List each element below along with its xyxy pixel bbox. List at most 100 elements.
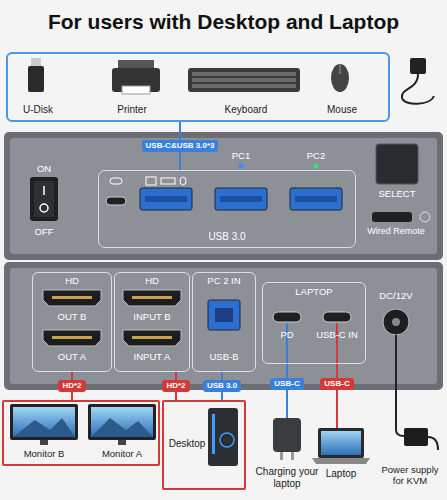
port-group: USB 3.0 — [98, 170, 356, 248]
usbc-port — [323, 312, 351, 322]
usb-a-tongue — [145, 196, 187, 202]
cable-tag: USB-C&USB 3.0*3 — [142, 140, 219, 152]
hdmi-pins — [132, 336, 172, 339]
text-label: Power supply for KVM — [379, 464, 441, 487]
remote-cable — [402, 74, 434, 104]
usbc-port — [106, 197, 126, 205]
bottom-panel — [4, 262, 443, 390]
dc-jack — [383, 309, 409, 335]
switch-on-mark — [43, 186, 45, 195]
printer-paper — [122, 86, 150, 94]
charger-prong — [291, 452, 294, 460]
power-rocker — [34, 181, 54, 217]
laptop-display — [321, 431, 361, 455]
hdmi-pins — [132, 296, 172, 299]
desktop-fan — [220, 433, 234, 447]
mouse-icon — [180, 177, 186, 185]
top-panel-face — [10, 138, 437, 254]
monitor-a-mountain — [91, 418, 153, 437]
keyboard-icon — [161, 178, 175, 184]
device-group: U-DiskPrinterKeyboardMouse — [6, 52, 390, 122]
desktop-light — [212, 414, 215, 454]
charger-prong — [280, 452, 283, 460]
monitor-b — [10, 404, 78, 440]
monitor-b-stand — [40, 440, 48, 445]
text-label: Charging your laptop — [251, 466, 323, 490]
keyboard-keys — [192, 78, 296, 82]
text-label: Wired Remote — [367, 226, 425, 237]
mouse-split — [340, 64, 341, 74]
usb-a-port — [215, 188, 267, 210]
monitor-a — [88, 404, 156, 440]
pc2-led — [314, 164, 319, 169]
usb-a-tongue — [295, 196, 337, 202]
cable-tag: USB-C — [270, 378, 303, 390]
usb-a-tongue — [220, 196, 262, 202]
port-group: HD INPUT B INPUT A — [114, 272, 190, 372]
usb-a-port — [290, 188, 342, 210]
node-label: USB-B — [209, 351, 238, 362]
node-label: Printer — [117, 104, 146, 116]
desktop-tower — [208, 408, 238, 466]
monitor-b-screen — [13, 407, 75, 437]
text-label: OFF — [35, 226, 54, 237]
port-group: PC 2 IN USB-B — [192, 272, 256, 372]
select-button: SELECT — [366, 142, 428, 202]
node-label: INPUT A — [134, 351, 171, 362]
title: For users with Desktop and Laptop — [0, 10, 447, 34]
device-group: Monitor B Monitor A — [2, 400, 160, 466]
node-label: USB 3.0 — [208, 231, 245, 243]
node-label: OUT B — [58, 311, 87, 322]
hdmi-port — [43, 290, 101, 306]
hdmi-pins — [52, 336, 92, 339]
node-label: HD — [145, 275, 159, 286]
bottom-panel-face — [10, 268, 437, 384]
node-label: INPUT B — [133, 311, 170, 322]
laptop-screen — [318, 428, 364, 458]
usbc-icon — [110, 178, 122, 184]
node-label: SELECT — [379, 188, 416, 199]
hdmi-pins — [52, 296, 92, 299]
power-adapter — [404, 428, 428, 446]
mouse-body — [331, 64, 349, 92]
udisk-body — [28, 66, 44, 92]
node-label: PC 2 IN — [207, 275, 240, 286]
text-label: PC1 — [232, 150, 250, 161]
switch-off-mark — [40, 204, 48, 212]
cable-tag: USB 3.0 — [203, 380, 241, 392]
hdmi-port — [123, 290, 181, 306]
node-label: U-Disk — [23, 104, 53, 116]
laptop-base — [312, 458, 370, 464]
remote-port-ring — [420, 212, 430, 222]
pc1-led — [239, 164, 244, 169]
usb-b-inner — [215, 308, 233, 322]
node-label: Desktop — [169, 438, 206, 450]
port-group: LAPTOPPDUSB-C IN — [262, 282, 366, 364]
usb-b-port — [208, 300, 240, 330]
node-label: Keyboard — [225, 104, 268, 116]
cable-tag: HD*2 — [58, 380, 85, 392]
usb-a-port — [140, 188, 192, 210]
node-label: Monitor A — [102, 448, 142, 459]
keyboard-body — [188, 68, 300, 92]
monitor-a-screen — [91, 407, 153, 437]
usbc-port — [273, 312, 301, 322]
text-label: Laptop — [326, 468, 357, 480]
keyboard-keys — [192, 72, 296, 76]
hdmi-port — [123, 330, 181, 346]
udisk-connector — [31, 58, 41, 67]
node-label: PD — [280, 329, 293, 340]
hdmi-port — [43, 330, 101, 346]
port-group: HDOUT BOUT A — [32, 272, 112, 372]
remote-button — [410, 58, 426, 74]
select-button — [376, 144, 418, 184]
node-label: Monitor B — [24, 448, 65, 459]
text-label: DC/12V — [379, 290, 412, 301]
cable-tag: USB-C — [320, 378, 353, 390]
remote-port — [372, 212, 412, 222]
node-label: HD — [65, 275, 79, 286]
monitor-b-mountain — [13, 418, 75, 437]
